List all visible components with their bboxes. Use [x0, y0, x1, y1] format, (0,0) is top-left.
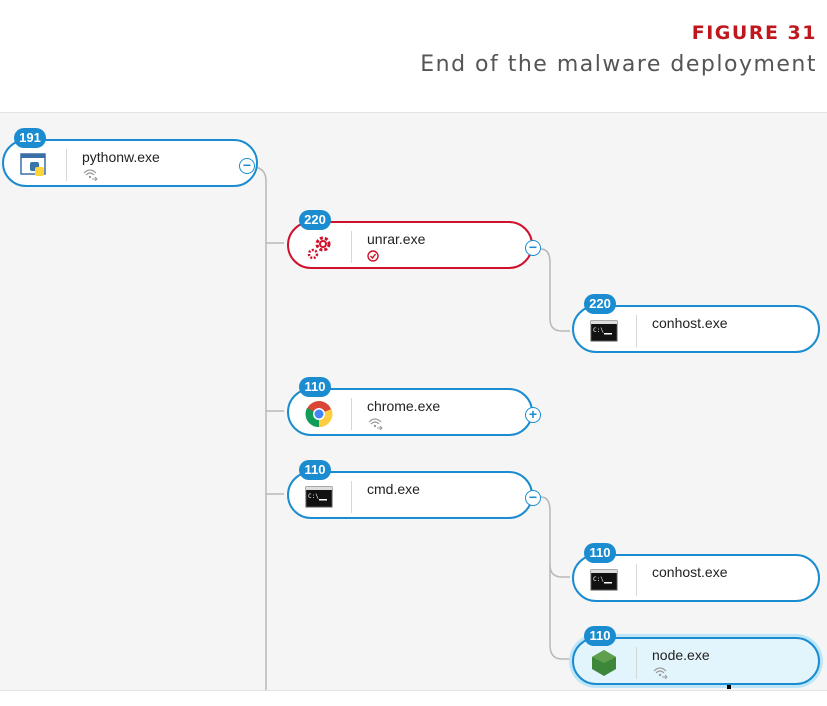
process-badge: 191	[14, 128, 46, 148]
process-badge: 110	[299, 377, 331, 397]
chrome-icon	[305, 400, 333, 428]
network-icon	[652, 665, 668, 680]
process-node-chrome[interactable]: 110 chrome.exe +	[287, 377, 541, 436]
svg-text:C:\: C:\	[593, 576, 604, 583]
process-badge: 110	[299, 460, 331, 480]
collapse-toggle[interactable]: −	[525, 490, 541, 506]
process-name: cmd.exe	[367, 481, 420, 497]
figure-number: FIGURE 31	[691, 22, 817, 44]
process-name: conhost.exe	[652, 564, 728, 580]
process-node-conhost[interactable]: 110 C:\ conhost.exe	[572, 543, 820, 602]
figure-caption: End of the malware deployment	[420, 52, 817, 77]
node-divider	[66, 149, 67, 181]
svg-text:C:\: C:\	[593, 327, 604, 334]
network-icon	[82, 167, 98, 182]
process-node-unrar[interactable]: 220 unrar.exe −	[287, 210, 541, 269]
nodejs-icon	[590, 649, 618, 677]
process-tree-canvas[interactable]: 191 pythonw.exe − 220	[0, 112, 827, 691]
terminal-icon: C:\	[305, 483, 333, 511]
process-node-cmd[interactable]: 110 C:\ cmd.exe −	[287, 460, 541, 519]
terminal-icon: C:\	[590, 566, 618, 594]
process-name: unrar.exe	[367, 231, 426, 247]
collapse-toggle[interactable]: −	[525, 240, 541, 256]
network-icon	[367, 416, 383, 431]
node-divider	[636, 647, 637, 679]
process-name: chrome.exe	[367, 398, 441, 414]
python-icon	[20, 151, 48, 179]
process-node-node[interactable]: 110 node.exe	[572, 626, 820, 685]
process-node-conhost[interactable]: 220 C:\ conhost.exe	[572, 294, 820, 353]
terminal-icon: C:\	[590, 317, 618, 345]
process-badge: 110	[584, 543, 616, 563]
process-name: conhost.exe	[652, 315, 728, 331]
gears-icon	[305, 233, 333, 261]
process-name: node.exe	[652, 647, 710, 663]
figure-header: FIGURE 31 End of the malware deployment	[0, 0, 827, 110]
alert-icon	[367, 249, 383, 263]
process-node-pythonw[interactable]: 191 pythonw.exe −	[2, 128, 258, 187]
canvas-bottom-border	[0, 690, 827, 706]
node-divider	[636, 315, 637, 347]
node-divider	[351, 231, 352, 263]
node-divider	[351, 481, 352, 513]
process-name: pythonw.exe	[82, 149, 160, 165]
node-divider	[636, 564, 637, 596]
expand-toggle[interactable]: +	[525, 407, 541, 423]
process-badge: 110	[584, 626, 616, 646]
collapse-toggle[interactable]: −	[239, 158, 255, 174]
node-divider	[351, 398, 352, 430]
mouse-cursor	[727, 685, 731, 689]
svg-text:C:\: C:\	[308, 493, 319, 500]
process-badge: 220	[584, 294, 616, 314]
process-badge: 220	[299, 210, 331, 230]
